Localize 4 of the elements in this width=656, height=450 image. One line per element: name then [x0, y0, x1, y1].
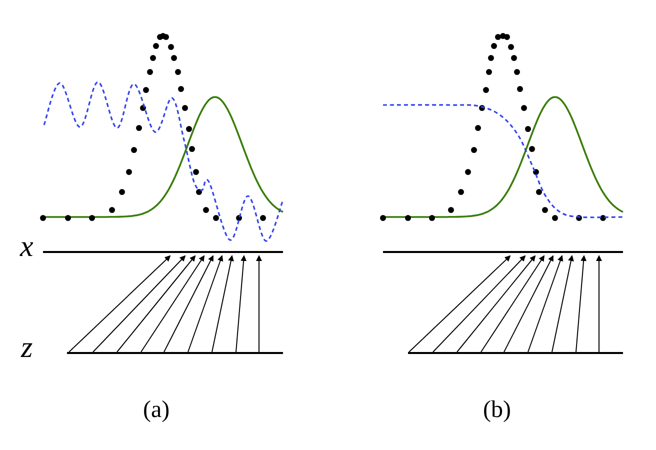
- panel-label: (a): [143, 398, 170, 422]
- axis-label: z: [21, 333, 33, 363]
- panel-label: (b): [483, 398, 511, 422]
- axis-label: x: [20, 232, 34, 262]
